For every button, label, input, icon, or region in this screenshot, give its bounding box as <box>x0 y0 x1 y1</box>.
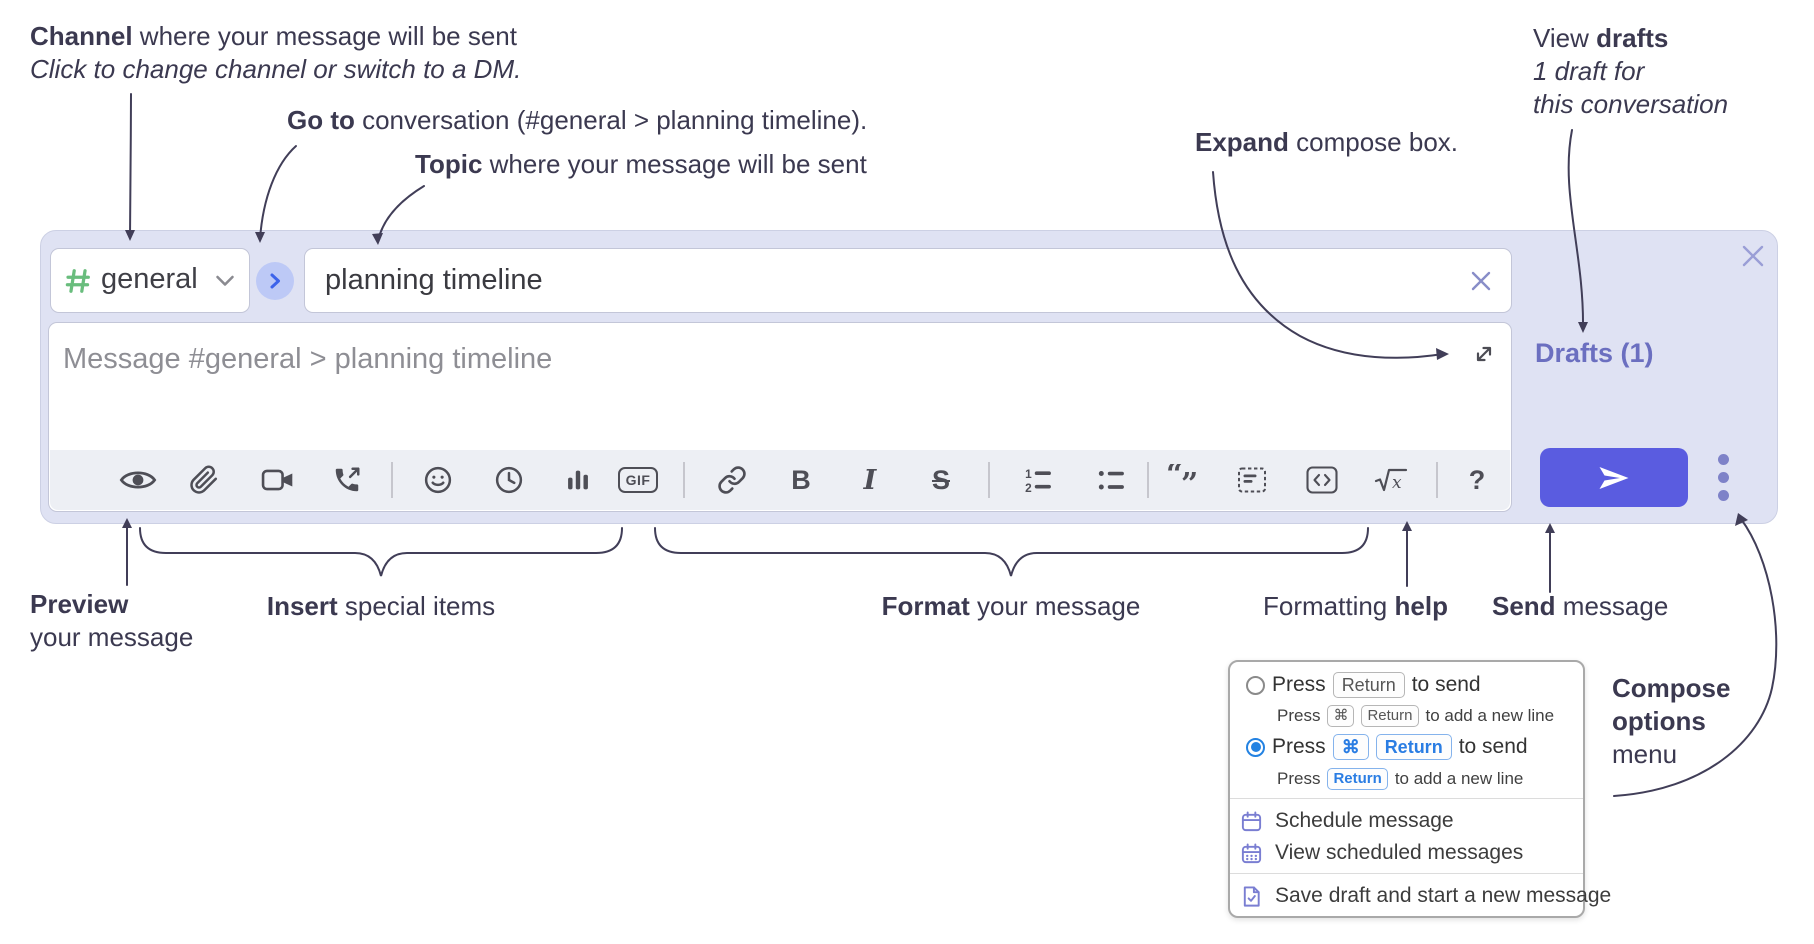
formatting-help-annotation: Formatting help <box>1263 591 1448 621</box>
topic-annotation: Topic where your message will be sent <box>415 149 867 179</box>
message-input[interactable]: Message #general > planning timeline <box>48 322 1512 512</box>
strikethrough-icon[interactable]: S <box>931 464 950 495</box>
poll-icon[interactable] <box>555 457 601 503</box>
bold-icon[interactable]: B <box>791 464 811 495</box>
popup-divider <box>1230 873 1583 874</box>
return-keycap: Return <box>1361 705 1419 727</box>
video-call-icon[interactable] <box>255 457 301 503</box>
option-cmd-enter-subtext: Press Return to add a new line <box>1277 768 1524 790</box>
emoji-icon[interactable] <box>415 457 461 503</box>
compose-options-popup: Press Return to send Press ⌘ Return to a… <box>1228 660 1611 918</box>
menu-item-save-draft[interactable]: Save draft and start a new message <box>1240 880 1611 912</box>
audio-call-icon[interactable] <box>324 457 370 503</box>
channel-annotation: Channel where your message will be sent … <box>30 21 522 84</box>
message-placeholder: Message #general > planning timeline <box>63 343 553 375</box>
channel-selector[interactable]: general <box>50 248 250 313</box>
svg-text:2: 2 <box>1025 481 1032 494</box>
radio-unselected-icon[interactable] <box>1246 675 1265 695</box>
chevron-down-icon <box>215 274 235 288</box>
link-icon[interactable] <box>709 457 755 503</box>
draft-check-icon <box>1240 885 1263 908</box>
calendar-grid-icon <box>1240 842 1263 865</box>
menu-item-schedule-message[interactable]: Schedule message <box>1240 805 1454 837</box>
send-annotation: Send message <box>1492 591 1669 621</box>
toolbar-divider <box>988 462 990 498</box>
svg-text:x: x <box>1392 473 1402 493</box>
italic-icon[interactable]: I <box>863 464 877 496</box>
channel-name: general <box>101 263 198 295</box>
svg-text:”: ” <box>1181 467 1198 496</box>
toolbar-divider <box>1436 462 1438 498</box>
bulleted-list-icon[interactable] <box>1088 457 1134 503</box>
option-enter-to-send[interactable]: Press Return to send <box>1246 672 1481 698</box>
return-keycap: Return <box>1327 768 1388 790</box>
return-keycap: Return <box>1332 672 1405 698</box>
quote-icon[interactable]: “ ” <box>1160 457 1206 503</box>
preview-annotation: Preview your message <box>30 589 194 652</box>
toolbar-divider <box>1147 462 1149 498</box>
goto-conversation-button[interactable] <box>256 262 294 300</box>
cmd-keycap: ⌘ <box>1332 734 1369 760</box>
popup-divider <box>1230 798 1583 799</box>
menu-item-view-scheduled[interactable]: View scheduled messages <box>1240 837 1523 869</box>
compose-toolbar: GIF B I S <box>50 450 1510 510</box>
spoiler-icon[interactable] <box>1229 457 1275 503</box>
compose-options-menu-button[interactable] <box>1708 452 1740 508</box>
topic-value: planning timeline <box>325 264 543 296</box>
goto-annotation: Go to conversation (#general > planning … <box>287 105 868 135</box>
channel-hash-icon <box>65 268 91 294</box>
chevron-right-icon <box>265 271 285 291</box>
topic-input[interactable]: planning timeline <box>304 248 1512 313</box>
svg-text:“: “ <box>1166 464 1183 492</box>
toolbar-divider <box>683 462 685 498</box>
gif-icon[interactable]: GIF <box>615 457 661 503</box>
compose-options-annotation: Compose options menu <box>1612 673 1731 769</box>
code-icon[interactable] <box>1299 457 1345 503</box>
drafts-annotation: View drafts 1 draft for this conversatio… <box>1533 23 1729 119</box>
format-annotation: Format your message <box>881 591 1141 621</box>
preview-eye-icon[interactable] <box>115 457 161 503</box>
expand-compose-icon[interactable] <box>1471 341 1497 367</box>
calendar-icon <box>1240 810 1263 833</box>
svg-text:1: 1 <box>1025 467 1032 481</box>
math-icon[interactable]: x <box>1368 457 1414 503</box>
formatting-help-icon[interactable]: ? <box>1468 464 1486 495</box>
send-button[interactable] <box>1540 448 1688 507</box>
drafts-link[interactable]: Drafts (1) <box>1535 338 1654 368</box>
clear-topic-icon[interactable] <box>1467 267 1495 295</box>
close-compose-icon[interactable] <box>1736 239 1770 273</box>
expand-annotation: Expand compose box. <box>1195 127 1459 157</box>
toolbar-divider <box>391 462 393 498</box>
option-cmd-enter-to-send[interactable]: Press ⌘ Return to send <box>1246 734 1528 760</box>
paper-plane-icon <box>1596 465 1632 491</box>
return-keycap: Return <box>1375 734 1452 760</box>
attach-paperclip-icon[interactable] <box>181 457 227 503</box>
radio-selected-icon[interactable] <box>1246 737 1265 757</box>
numbered-list-icon[interactable]: 1 2 <box>1015 457 1061 503</box>
insert-annotation: Insert special items <box>266 591 496 621</box>
time-icon[interactable] <box>486 457 532 503</box>
option-enter-to-send-subtext: Press ⌘ Return to add a new line <box>1277 705 1555 727</box>
cmd-keycap: ⌘ <box>1327 705 1355 727</box>
